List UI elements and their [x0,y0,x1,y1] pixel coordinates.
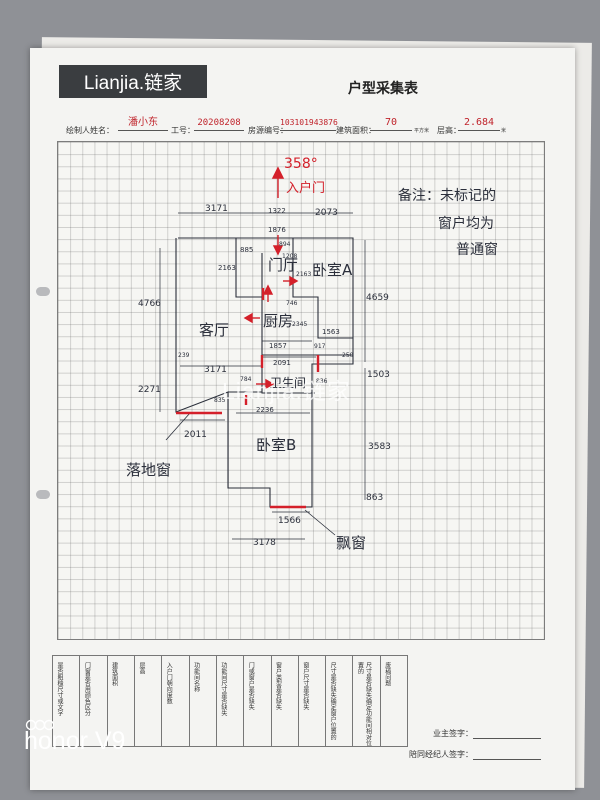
window-label-bay: 飘窗 [336,534,366,552]
dim-label: 1563 [322,328,340,336]
door-arrow-head [272,245,284,256]
owner-signature-line [473,738,541,739]
dim-label: 2271 [138,385,161,395]
checklist-column: 窗户类型是否缺失 [272,656,299,746]
dim-label: 3583 [368,442,391,452]
binder-hole [36,490,50,499]
agent-signature-line [473,759,541,760]
hall-wall [235,238,263,298]
dim-label: 1503 [367,370,390,380]
door-arrow-head [243,312,253,324]
id-label: 工号： [171,126,195,135]
drawer-value: 潘小东 [118,116,168,131]
device-watermark: honor V9 [24,727,126,755]
dim-label: 3171 [204,365,227,375]
dim-label: 1208 [282,253,297,260]
house-no-value: 103101943876 [280,116,338,131]
dim-label: 885 [240,246,253,254]
entry-arrow-head [271,166,285,179]
dim-label: 836 [316,378,328,385]
dim-label: 917 [314,343,326,350]
checklist-column: 功能间名称 [190,656,217,746]
room-living: 客厅 [199,321,229,339]
entry-door-label: 入户门 [286,180,325,196]
drawer-label: 绘制人姓名： [66,126,114,135]
note-line: 窗户均为 [438,215,494,232]
checklist-column: 门或窗户是否缺失 [244,656,272,746]
area-value: 70 [370,116,412,131]
area-unit: 平方米 [414,128,430,134]
checklist-column: 建筑面积 [108,656,135,746]
drawing-grid [57,141,545,640]
dim-label: 835 [214,397,226,404]
door-arrow-head [262,284,274,295]
dim-label: 2073 [315,208,338,218]
bedroom-a-wall [292,238,353,339]
dim-label: 2236 [256,406,274,414]
dim-label: 4659 [366,293,389,303]
dim-label: 239 [178,352,190,359]
dim-label: 3178 [253,538,276,548]
bathroom-wall [261,358,315,394]
height-label: 层高： [437,126,461,135]
dim-label: 1876 [268,226,286,234]
honor-rings-icon [25,719,55,731]
dim-label: 2163 [218,264,236,272]
dim-label: 863 [366,493,383,503]
checklist-column: 废稿问题 [383,662,391,686]
lianjia-watermark: Lianjia.链家 [222,378,351,404]
checklist-column: 尺寸是否缺失确定功能间相对位置的 [353,656,381,746]
checklist-column: 门窗是否用颜色区分 [80,656,108,746]
house-no-label: 房源编号： [248,126,288,135]
checklist-column: 层高 [135,656,163,746]
floor-plan-form-sheet: Lianjia.链家 户型采集表 绘制人姓名： 潘小东 工号： 20208208… [30,48,575,790]
id-value: 20208208 [194,116,244,131]
form-title: 户型采集表 [348,81,418,97]
note-line: 备注：未标记的 [398,187,496,204]
room-bedroom-a: 卧室A [312,261,353,279]
dim-label: 4766 [138,299,161,309]
dim-label: 1322 [268,207,286,215]
binder-hole [36,287,50,296]
dim-label: 1566 [278,516,301,526]
room-bathroom: 卫生间 [270,376,306,390]
floor-window-leader [165,412,191,441]
height-unit: 米 [501,128,507,134]
checklist-column: 窗户尺寸是否缺失 [299,656,327,746]
room-kitchen: 厨房 [263,312,293,330]
agent-signature-label: 陪同经纪人签字： [409,750,473,759]
dim-label: 2011 [184,430,207,440]
review-checklist-table: 是否粗糙尺寸或文字 门窗是否用颜色区分 建筑面积 层高 入户门朝向度数 功能间名… [52,655,408,747]
note-line: 普通窗 [456,241,498,258]
dim-label: 894 [279,241,291,248]
bay-window-leader [304,509,336,536]
dim-label: 250 [342,352,354,359]
dim-label: 2091 [273,359,291,367]
window-label-floor: 落地窗 [126,461,171,479]
checklist-column: 入户门朝向度数 [162,656,190,746]
owner-signature-label: 业主签字： [433,729,473,738]
height-value: 2.684 [458,116,500,131]
dim-label: 2163 [296,271,311,278]
door-arrow-head [289,275,299,287]
room-bedroom-b: 卧室B [256,436,296,454]
checklist-column: 功能间尺寸是否缺失 [217,656,245,746]
checklist-column: 是否粗糙尺寸或文字 [53,656,81,746]
checklist-column: 尺寸是否缺失确定窗户位置的 [326,656,354,746]
area-label: 建筑面积： [336,126,376,135]
dim-label: 784 [240,376,252,383]
compass-degree: 358° [284,156,318,172]
lianjia-logo: Lianjia.链家 [59,65,207,98]
dim-label: 1857 [269,342,287,350]
door-arrow-head [265,378,275,390]
dim-label: 746 [286,300,298,307]
dim-label: 3171 [205,204,228,214]
dim-label: 2345 [292,321,307,328]
room-hall: 门厅 [268,256,298,274]
